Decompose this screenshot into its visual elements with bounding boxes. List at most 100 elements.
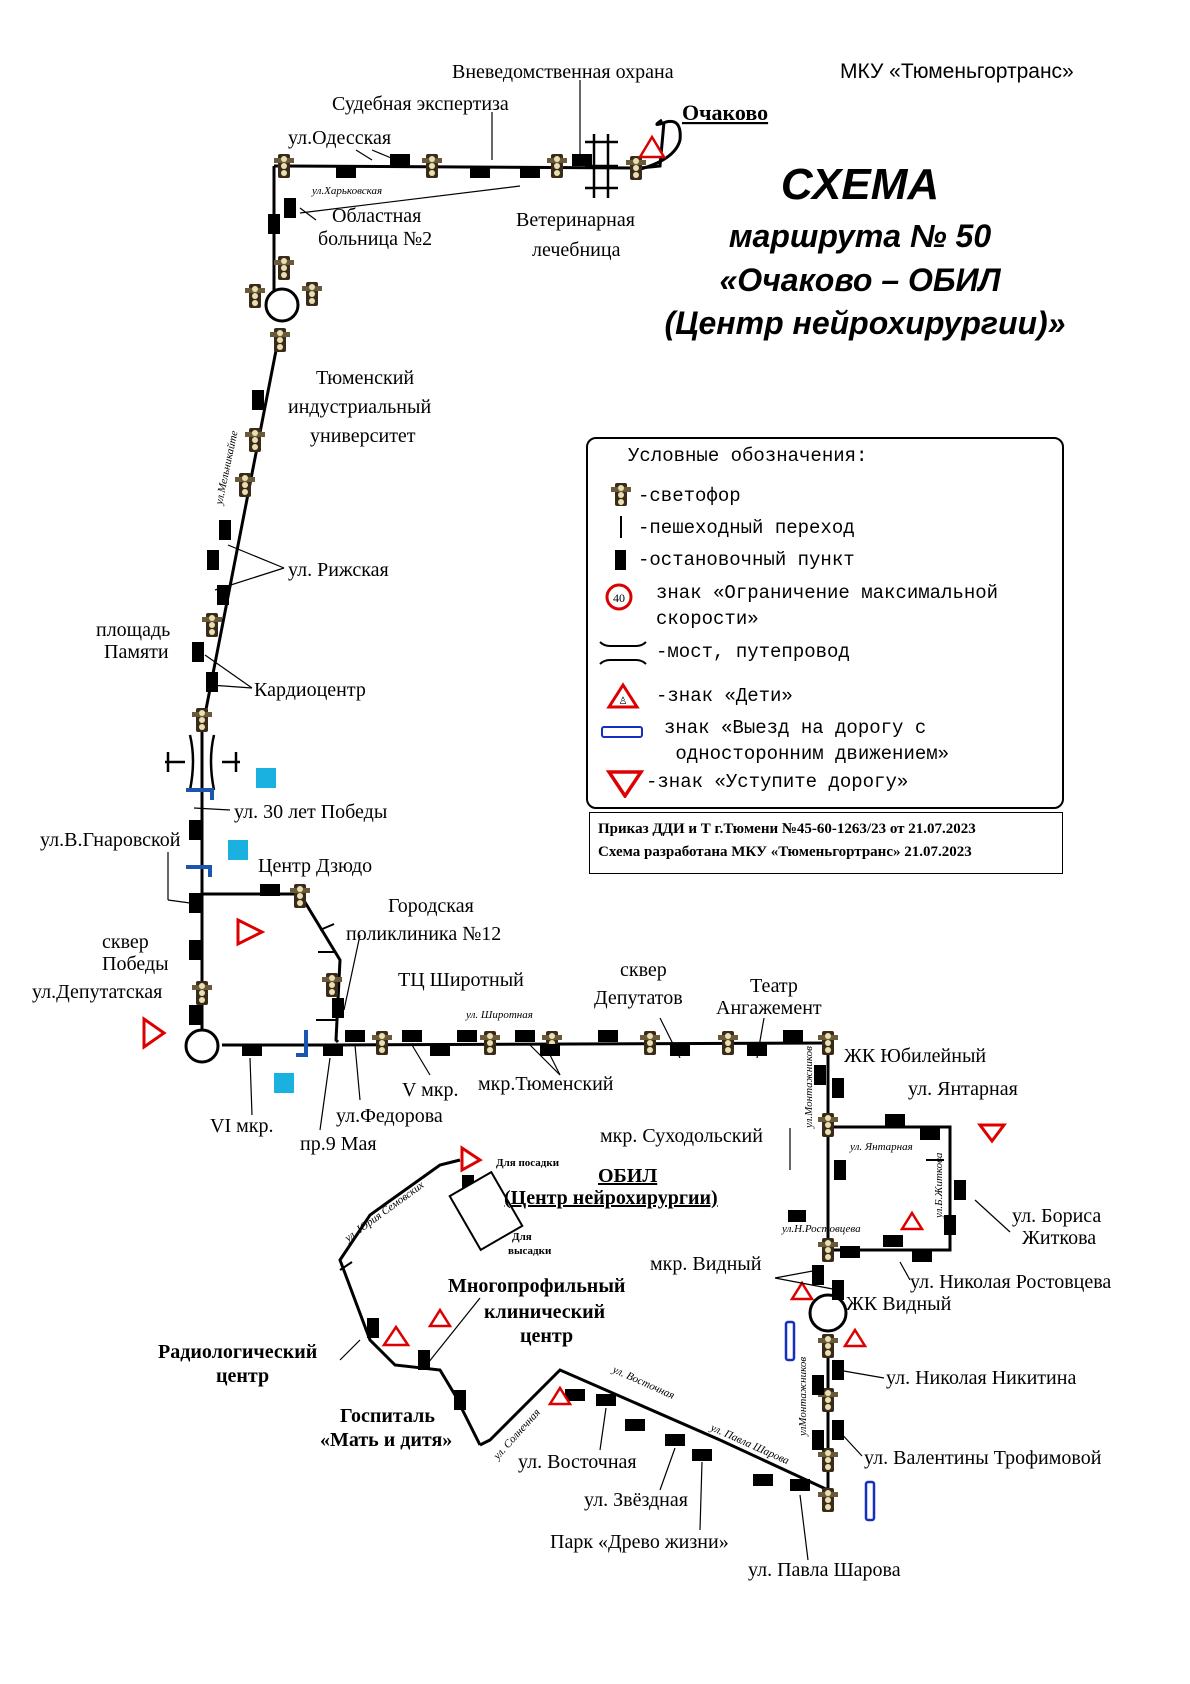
leader-lines — [167, 80, 1011, 1561]
stop-label: ул. Бориса — [1012, 1205, 1101, 1227]
stop-label: лечебница — [532, 239, 621, 261]
svg-text:♙: ♙ — [619, 696, 628, 707]
legend-item-yield: -знак «Уступите дорогу» — [588, 765, 1058, 799]
bus-stop-icon — [615, 550, 626, 570]
stop-label: пр.9 Мая — [300, 1133, 377, 1155]
crosswalk-icon — [620, 516, 622, 538]
legend-label: -остановочный пункт — [638, 549, 855, 571]
stop-label: Вневедомственная охрана — [452, 61, 674, 83]
street-label: ул.Мельникайте — [213, 429, 241, 506]
terminal-end-label-2: (Центр нейрохирургии) — [504, 1187, 718, 1209]
organization-name: МКУ «Тюменьгортранс» — [840, 60, 1074, 83]
traffic-light-icon — [611, 483, 631, 506]
stop-label: центр — [520, 1325, 573, 1347]
stop-label: Госпиталь — [340, 1405, 435, 1427]
route-number: маршрута № 50 — [728, 218, 992, 254]
stop-label: Многопрофильный — [448, 1275, 625, 1297]
street-label: ул.Н.Ростовцева — [781, 1223, 861, 1235]
stop-label: ул. 30 лет Победы — [234, 801, 387, 823]
stop-label: ЖК Видный — [846, 1293, 952, 1315]
pedestrian-sign-icon — [228, 768, 294, 1093]
street-label: ул. Павла Шарова — [708, 1421, 791, 1467]
street-label: ул. Широтная — [465, 1009, 533, 1021]
roundabout-icon — [184, 287, 848, 1333]
stop-label: Центр Дзюдо — [258, 855, 372, 877]
stop-label: клинический — [484, 1301, 605, 1323]
stop-label: Областная — [332, 205, 421, 227]
speed-limit-value: 40 — [613, 591, 625, 605]
stop-label: Ветеринарная — [516, 209, 635, 231]
stop-label: сквер — [620, 959, 667, 981]
alighting-label: Для — [512, 1231, 532, 1243]
legend-label: -пешеходный переход — [638, 517, 855, 539]
bridge-icon — [165, 134, 618, 791]
stop-label: мкр. Видный — [650, 1253, 762, 1275]
stop-label: мкр.Тюменский — [478, 1073, 614, 1095]
stop-label: ул. Николая Никитина — [886, 1367, 1076, 1389]
map-labels: Вневедомственная охрана Судебная эксперт… — [32, 61, 1111, 1581]
stop-label: ул. Павла Шарова — [748, 1559, 901, 1581]
boarding-label: Для посадки — [496, 1157, 560, 1169]
yield-sign-icon — [606, 770, 645, 798]
street-label: ул.Б.Житкова — [933, 1152, 945, 1219]
bridge-icon — [599, 641, 647, 665]
legend-item-traffic-light: -светофор — [588, 479, 1058, 513]
stop-label: ул.Одесская — [288, 127, 391, 149]
stop-label: Тюменский — [316, 367, 414, 389]
street-label: ул.Харьковская — [311, 185, 382, 197]
legend-item-crosswalk: -пешеходный переход — [588, 511, 1058, 545]
stop-label: «Мать и дитя» — [320, 1429, 452, 1451]
street-label: ул.Монтажников — [803, 1046, 815, 1129]
stop-label: Памяти — [104, 641, 169, 663]
stop-label: ТЦ Широтный — [398, 969, 524, 991]
legend-label: -светофор — [638, 485, 741, 507]
scheme-title: СХЕМА — [780, 160, 940, 209]
order-info-box: Приказ ДДИ и Т г.Тюмени №45-60-1263/23 о… — [589, 812, 1063, 874]
stop-label: больница №2 — [318, 228, 432, 250]
stop-label: ЖК Юбилейный — [844, 1045, 986, 1067]
stop-label: Судебная экспертиза — [332, 93, 509, 115]
stop-label: сквер — [102, 931, 149, 953]
legend-item-children: ♙ -знак «Дети» — [588, 679, 1058, 713]
developer-line: Схема разработана МКУ «Тюменьгортранс» 2… — [598, 844, 972, 860]
legend-label: -знак «Уступите дорогу» — [646, 771, 909, 793]
stop-label: ул. Валентины Трофимовой — [864, 1447, 1102, 1469]
stop-label: Радиологический — [158, 1341, 317, 1363]
street-label: ул. Янтарная — [849, 1141, 913, 1153]
stop-label: VI мкр. — [210, 1115, 273, 1137]
stop-label: ул.В.Гнаровской — [40, 829, 181, 851]
stop-label: ул. Рижская — [288, 559, 389, 581]
stop-label: Кардиоцентр — [254, 679, 366, 701]
stop-label: Победы — [102, 953, 169, 975]
route-name-line1: «Очаково – ОБИЛ — [719, 262, 1001, 298]
crosswalk-icon — [316, 923, 944, 1271]
legend-item-one-way: знак «Выезд на дорогу с односторонним дв… — [588, 711, 1058, 765]
order-line: Приказ ДДИ и Т г.Тюмени №45-60-1263/23 о… — [598, 821, 976, 837]
stop-label: площадь — [96, 619, 170, 641]
stop-label: центр — [216, 1365, 269, 1387]
stop-label: V мкр. — [402, 1079, 458, 1101]
street-label: улМонтажников — [797, 1357, 809, 1437]
legend-label: знак «Ограничение максимальной скорости» — [656, 582, 999, 630]
stop-label: ул.Федорова — [336, 1105, 443, 1127]
stop-label: Парк «Древо жизни» — [550, 1531, 729, 1553]
stop-label: ул.Депутатская — [32, 981, 162, 1003]
stop-label: университет — [310, 425, 416, 447]
street-label: ул. Юрия Семовских — [342, 1179, 427, 1245]
one-way-entry-sign-icon — [601, 726, 643, 738]
stop-label: Театр — [750, 975, 798, 997]
stop-label: Депутатов — [594, 987, 683, 1009]
terminal-end-label: ОБИЛ — [598, 1165, 657, 1187]
route-name-line2: (Центр нейрохирургии)» — [664, 305, 1066, 341]
stop-label: поликлиника №12 — [346, 923, 501, 945]
legend: Условные обозначения: -светофор -пешеход… — [586, 437, 1064, 809]
terminal-start-label: Очаково — [682, 100, 768, 125]
legend-item-speed-limit: 40 знак «Ограничение максимальной скорос… — [588, 576, 1058, 630]
stop-label: индустриальный — [288, 396, 431, 418]
stop-label: ул. Николая Ростовцева — [910, 1271, 1111, 1293]
children-sign-icon — [381, 134, 925, 1406]
pedestrian-underpass-icon — [186, 788, 308, 1057]
stop-label: Городская — [388, 895, 474, 917]
